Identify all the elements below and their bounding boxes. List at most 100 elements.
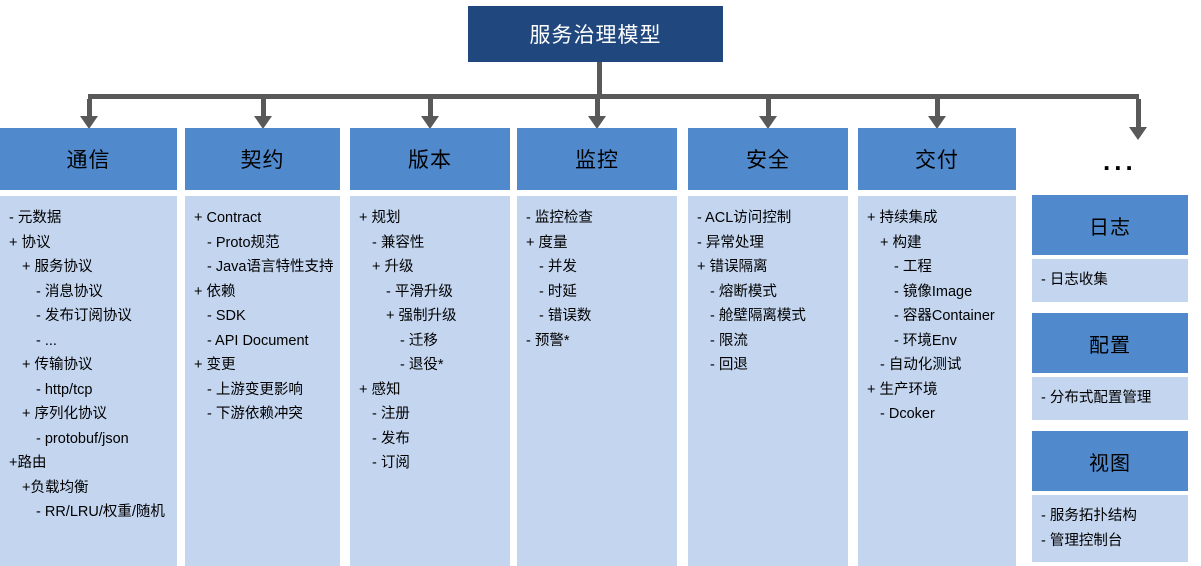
list-item: - RR/LRU/权重/随机: [36, 504, 165, 520]
list-item: + 协议: [9, 234, 51, 251]
category-header[interactable]: 监控: [517, 128, 677, 190]
root-node[interactable]: 服务治理模型: [468, 6, 723, 62]
category-body: + 规划- 兼容性+ 升级- 平滑升级+ 强制升级- 迁移- 退役*+ 感知- …: [350, 196, 510, 566]
connector-drop: [428, 99, 433, 117]
list-item: - 熔断模式: [710, 283, 777, 300]
list-item: - SDK: [207, 308, 246, 324]
list-item: - 预警*: [526, 332, 570, 349]
category-column: 监控- 监控检查+ 度量- 并发- 时延- 错误数- 预警*: [517, 128, 677, 566]
category-column: 通信 - 元数据 + 协议 + 服务协议 - 消息协议 - 发布订阅协议 - ... + 传输…: [0, 128, 177, 566]
connector-drop: [766, 99, 771, 117]
list-item: - 异常处理: [697, 234, 764, 251]
connector-arrow-icon: [928, 116, 946, 129]
list-item: - Java语言特性支持: [207, 259, 334, 275]
list-item: + 传输协议: [22, 357, 93, 373]
list-item: - 上游变更影响: [207, 381, 303, 398]
list-item: - ACL访问控制: [697, 210, 792, 226]
list-item: - 元数据: [9, 210, 62, 226]
side-category-body: - 服务拓扑结构 - 管理控制台: [1032, 495, 1188, 562]
list-item: - 发布: [372, 430, 410, 447]
list-item: + 序列化协议: [22, 406, 107, 422]
category-header[interactable]: 版本: [350, 128, 510, 190]
connector-arrow-icon: [421, 116, 439, 129]
connector-arrow-icon: [253, 116, 272, 129]
list-item: - ...: [36, 332, 57, 349]
side-category-box: 日志 - 日志收集: [1032, 195, 1188, 302]
list-item: - 注册: [372, 406, 410, 422]
list-item: - 容器Container: [894, 308, 995, 324]
list-item: - 消息协议: [36, 283, 103, 300]
connector-arrow-icon: [759, 116, 777, 129]
category-body: - 监控检查+ 度量- 并发- 时延- 错误数- 预警*: [517, 196, 677, 566]
side-category-header-label: 日志: [1089, 216, 1131, 239]
list-item: - 兼容性: [372, 234, 425, 251]
list-item: + 升级: [372, 259, 414, 275]
list-item: - 回退: [710, 357, 748, 373]
list-item: + 依赖: [194, 283, 236, 300]
list-item: - 发布订阅协议: [36, 308, 132, 324]
category-header-label: 契约: [240, 149, 285, 172]
category-body: - ACL访问控制- 异常处理+ 错误隔离- 熔断模式- 舱壁隔离模式- 限流-…: [688, 196, 848, 566]
list-item: - 环境Env: [894, 332, 957, 349]
connector-drop-ellipsis: [1136, 99, 1141, 128]
side-category-box: 视图 - 服务拓扑结构 - 管理控制台: [1032, 431, 1188, 562]
list-item: - 舱壁隔离模式: [710, 308, 806, 324]
connector-horizontal-bus: [88, 94, 1139, 99]
list-item: - 平滑升级: [386, 283, 453, 300]
connector-drop: [935, 99, 940, 117]
side-category-header[interactable]: 视图: [1032, 431, 1188, 491]
category-header[interactable]: 契约: [185, 128, 340, 190]
connector-arrow-icon: [79, 116, 98, 129]
connector-drop: [260, 99, 266, 117]
list-item: - 日志收集: [1041, 272, 1108, 288]
category-header-label: 安全: [746, 149, 790, 172]
category-header-label: 监控: [575, 149, 619, 172]
list-item: + Contract: [194, 210, 262, 226]
side-category-body: - 分布式配置管理: [1032, 377, 1188, 420]
list-item: - 服务拓扑结构: [1041, 508, 1137, 524]
category-header[interactable]: 交付: [858, 128, 1016, 190]
list-item: + 变更: [194, 357, 236, 373]
list-item: + 构建: [880, 234, 922, 251]
list-item: - 监控检查: [526, 210, 593, 226]
category-body: - 元数据 + 协议 + 服务协议 - 消息协议 - 发布订阅协议 - ... + 传输协议…: [0, 196, 177, 566]
list-item: - 分布式配置管理: [1041, 390, 1152, 406]
list-item: - 错误数: [539, 308, 592, 324]
side-category-header[interactable]: 配置: [1032, 313, 1188, 373]
list-item: - Proto规范: [207, 234, 280, 251]
list-item: + 错误隔离: [697, 259, 768, 275]
ellipsis-node: ...: [1103, 146, 1137, 176]
category-header-label: 通信: [66, 149, 111, 172]
category-header-label: 版本: [408, 149, 452, 172]
list-item: - Dcoker: [880, 406, 935, 422]
connector-arrow-icon: [1129, 127, 1147, 140]
list-item: + 强制升级: [386, 308, 457, 324]
list-item: - 并发: [539, 259, 577, 275]
list-item: - 工程: [894, 259, 932, 275]
category-body: + 持续集成+ 构建- 工程- 镜像Image- 容器Container- 环境…: [858, 196, 1016, 566]
category-header[interactable]: 通信: [0, 128, 177, 190]
list-item: + 持续集成: [867, 210, 938, 226]
category-body: + Contract - Proto规范 - Java语言特性支持 + 依赖 - SDK…: [185, 196, 340, 566]
list-item: - 管理控制台: [1041, 532, 1123, 549]
list-item: +负载均衡: [22, 479, 89, 496]
category-column: 安全- ACL访问控制- 异常处理+ 错误隔离- 熔断模式- 舱壁隔离模式- 限…: [688, 128, 848, 566]
category-header-label: 交付: [915, 149, 959, 172]
list-item: - 退役*: [400, 357, 444, 373]
category-header[interactable]: 安全: [688, 128, 848, 190]
list-item: - API Document: [207, 332, 309, 349]
side-category-body: - 日志收集: [1032, 259, 1188, 302]
list-item: - 订阅: [372, 455, 410, 471]
side-category-header[interactable]: 日志: [1032, 195, 1188, 255]
list-item: - 迁移: [400, 332, 438, 349]
connector-drop: [595, 99, 600, 117]
side-category-header-label: 视图: [1089, 452, 1131, 475]
list-item: + 服务协议: [22, 259, 93, 275]
list-item: + 感知: [359, 381, 401, 398]
category-column: 版本+ 规划- 兼容性+ 升级- 平滑升级+ 强制升级- 迁移- 退役*+ 感知…: [350, 128, 510, 566]
connector-drop: [86, 99, 92, 117]
list-item: - protobuf/json: [36, 430, 129, 447]
connector-root-stem: [597, 62, 602, 98]
connector-arrow-icon: [588, 116, 606, 129]
side-category-box: 配置 - 分布式配置管理: [1032, 313, 1188, 420]
